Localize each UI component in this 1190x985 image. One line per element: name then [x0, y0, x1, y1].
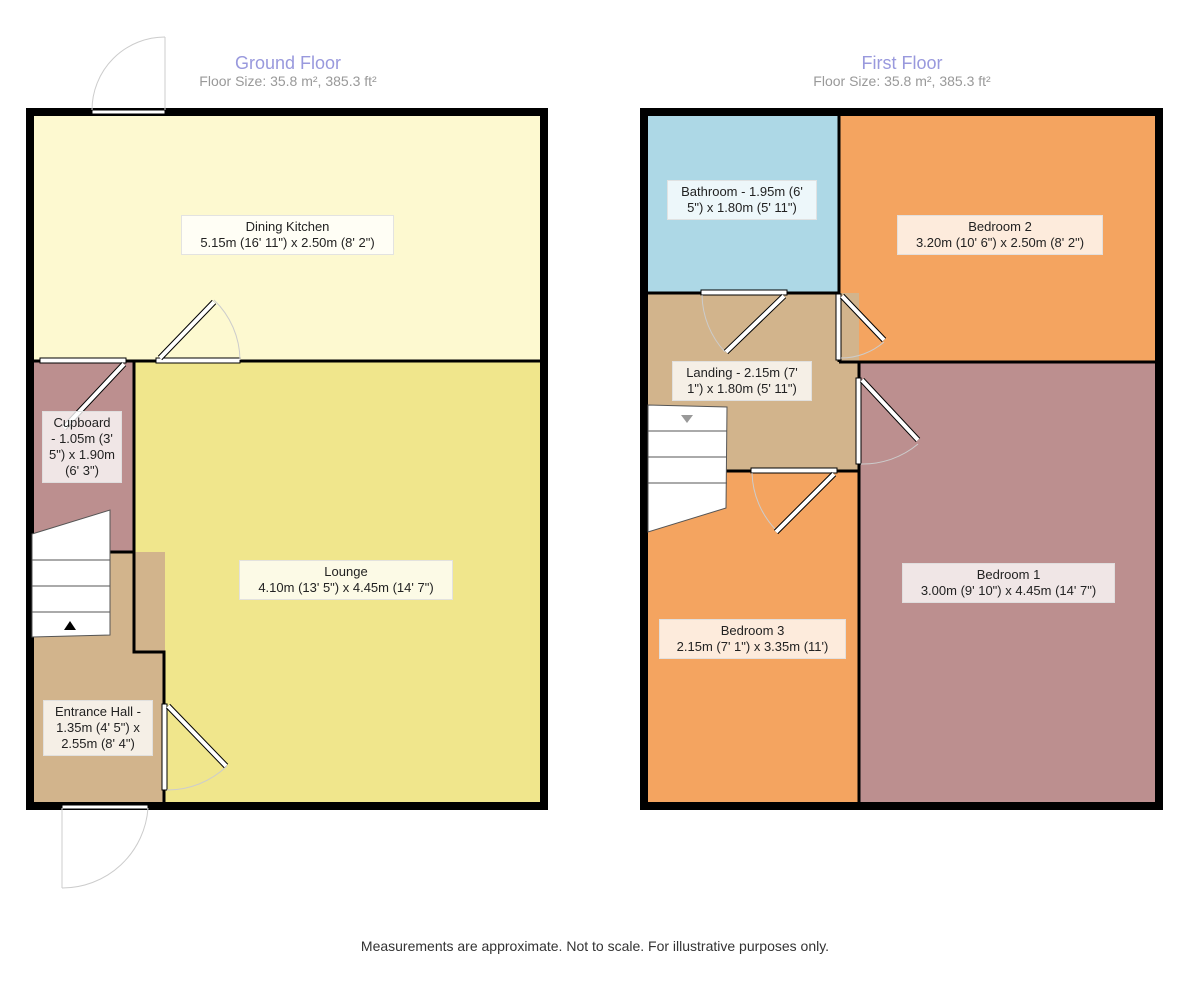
label-dining-kitchen: Dining Kitchen 5.15m (16' 11") x 2.50m (… [181, 215, 394, 255]
room-name: Bathroom - 1.95m (6' [681, 184, 803, 199]
first-floor-size: Floor Size: 35.8 m², 385.3 ft² [813, 73, 991, 89]
label-bedroom-1: Bedroom 1 3.00m (9' 10") x 4.45m (14' 7"… [902, 563, 1115, 603]
room-name: Cupboard [53, 415, 111, 430]
door-bedroom-3 [750, 467, 838, 474]
label-bathroom: Bathroom - 1.95m (6' 5") x 1.80m (5' 11"… [667, 180, 817, 220]
outer-wall [640, 108, 1163, 810]
label-lounge: Lounge 4.10m (13' 5") x 4.45m (14' 7") [239, 560, 453, 600]
room-dims: 3.20m (10' 6") x 2.50m (8' 2") [915, 235, 1085, 250]
room-dims: 2.15m (7' 1") x 3.35m (11') [676, 639, 829, 654]
stairs [31, 509, 111, 638]
label-cupboard: Cupboard - 1.05m (3' 5") x 1.90m (6' 3") [42, 411, 122, 483]
door-cupboard [39, 357, 127, 364]
room-dims: 1.35m (4' 5") x 2.55m (8' 4") [56, 720, 140, 751]
door-bathroom [700, 289, 788, 296]
room-name: Dining Kitchen [245, 219, 330, 234]
room-name: Entrance Hall - [55, 704, 141, 719]
room-name: Bedroom 1 [976, 567, 1041, 582]
door-lounge [161, 703, 168, 791]
first-floor-title: First Floor [861, 53, 943, 73]
front-door-bottom [61, 804, 149, 810]
door-bedroom-1 [855, 377, 862, 465]
room-dims: 3.00m (9' 10") x 4.45m (14' 7") [920, 583, 1097, 598]
room-dims: 1") x 1.80m (5' 11") [687, 381, 797, 396]
room-name: Bedroom 2 [968, 219, 1032, 234]
label-bedroom-2: Bedroom 2 3.20m (10' 6") x 2.50m (8' 2") [897, 215, 1103, 255]
room-name: Landing - 2.15m (7' [686, 365, 798, 380]
ground-floor-title: Ground Floor [234, 53, 342, 73]
outer-wall [26, 108, 548, 810]
disclaimer: Measurements are approximate. Not to sca… [360, 938, 830, 954]
room-name: Lounge [324, 564, 368, 579]
front-door-top [91, 109, 166, 115]
room-dims: 5.15m (16' 11") x 2.50m (8' 2") [200, 235, 375, 250]
room-name: Bedroom 3 [720, 623, 785, 638]
ground-floor-size: Floor Size: 35.8 m², 385.3 ft² [199, 73, 377, 89]
label-entrance-hall: Entrance Hall - 1.35m (4' 5") x 2.55m (8… [43, 700, 153, 756]
door-bedroom-2 [835, 293, 842, 361]
door-kitchen [155, 357, 241, 364]
room-dims: 5") x 1.80m (5' 11") [687, 200, 797, 215]
room-dims: - 1.05m (3' 5") x 1.90m (6' 3") [48, 431, 116, 478]
stairs [647, 404, 728, 533]
label-bedroom-3: Bedroom 3 2.15m (7' 1") x 3.35m (11') [659, 619, 846, 659]
label-landing: Landing - 2.15m (7' 1") x 1.80m (5' 11") [672, 361, 812, 401]
room-dims: 4.10m (13' 5") x 4.45m (14' 7") [258, 580, 434, 595]
